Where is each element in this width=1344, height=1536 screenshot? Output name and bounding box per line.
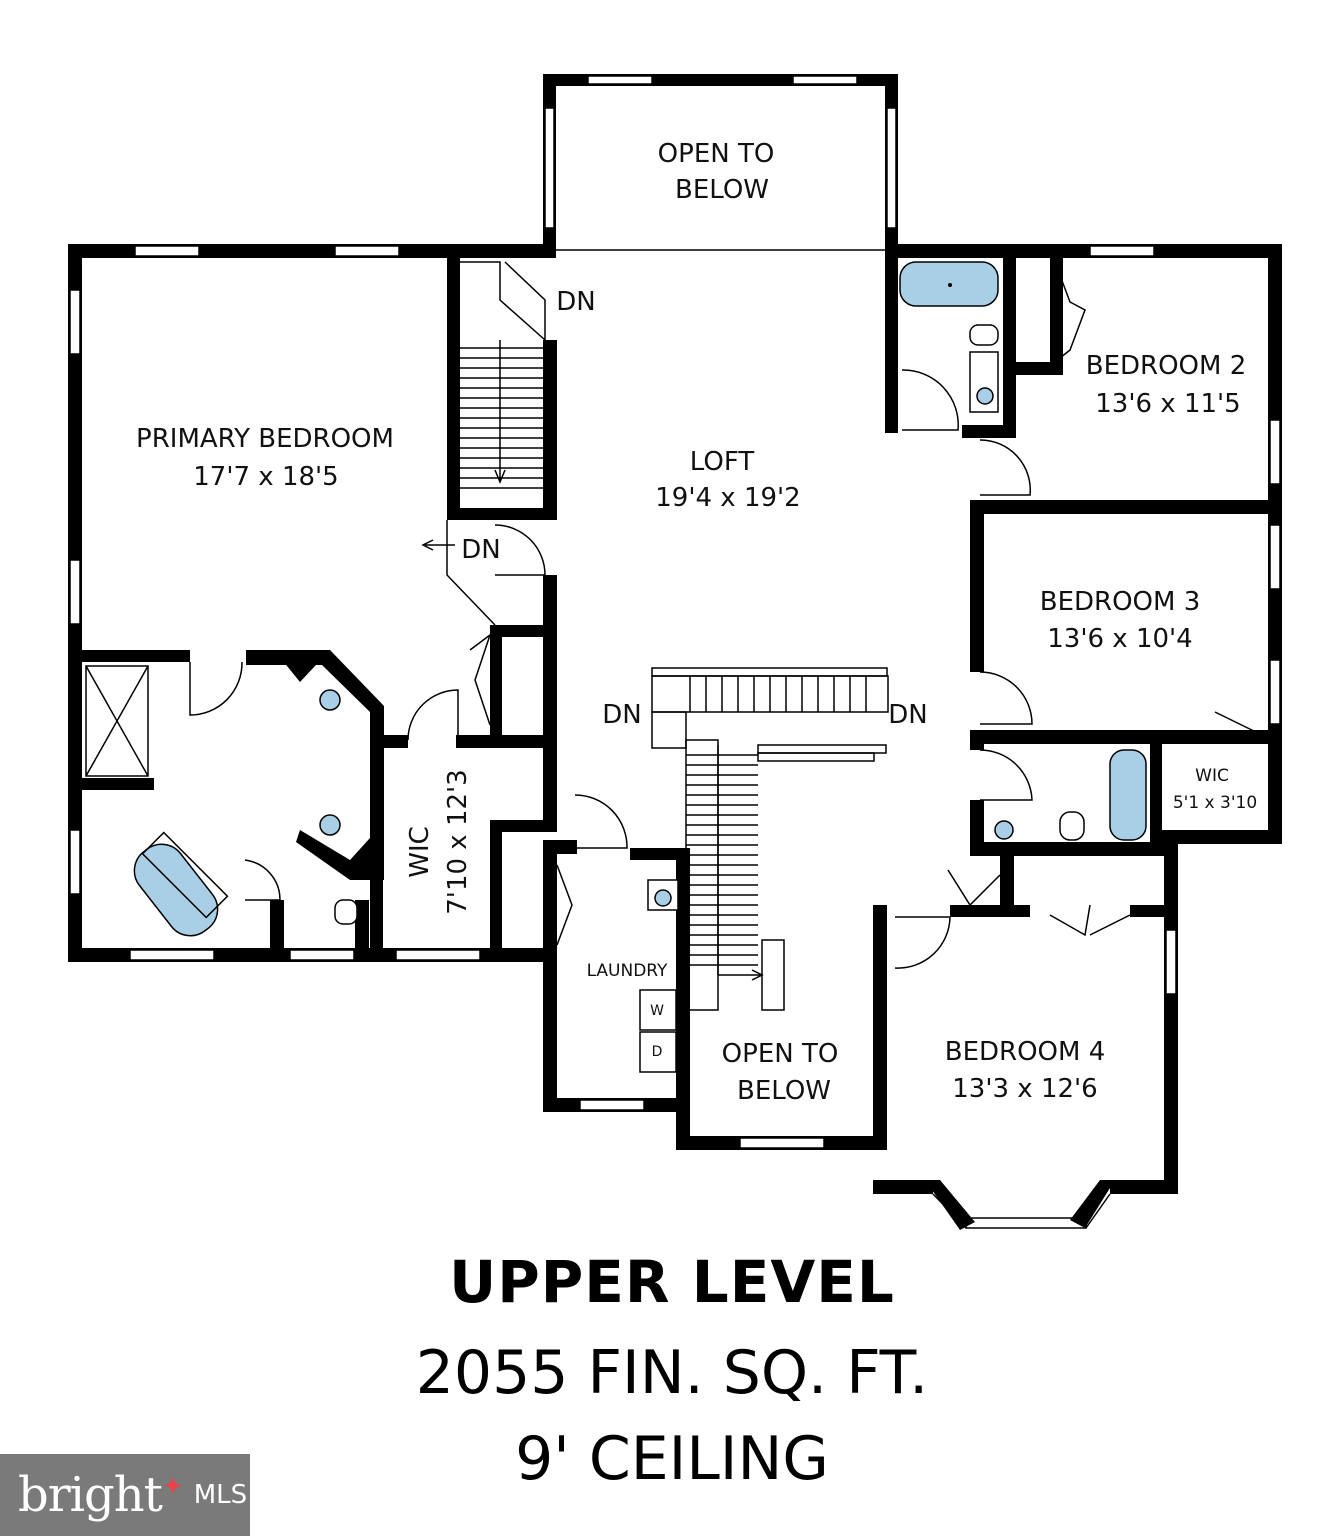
wic-primary-size: 7'10 x 12'3 — [443, 769, 473, 914]
logo-mls: MLS — [193, 1480, 248, 1510]
open-top-line1: OPEN TO — [658, 139, 775, 169]
wic-small-name: WIC — [1195, 766, 1229, 786]
stairs — [421, 261, 889, 1011]
dryer-label: D — [652, 1044, 663, 1060]
logo-star-icon: ✦ — [161, 1470, 184, 1501]
open-bottom-line2: BELOW — [737, 1076, 831, 1106]
washer-label: W — [650, 1003, 664, 1019]
plan-title: UPPER LEVEL — [449, 1248, 895, 1316]
floor-plan: OPEN TO BELOW LOFT 19'4 x 19'2 PRIMARY B… — [68, 74, 1282, 1230]
bedroom3-size: 13'6 x 10'4 — [1047, 624, 1192, 654]
dn-label-left: DN — [602, 700, 641, 730]
bedroom3-name: BEDROOM 3 — [1040, 587, 1201, 617]
open-bottom-line1: OPEN TO — [722, 1039, 839, 1069]
plan-area: 2055 FIN. SQ. FT. — [415, 1338, 929, 1408]
bedroom2-name: BEDROOM 2 — [1086, 351, 1247, 381]
bedroom4-name: BEDROOM 4 — [945, 1037, 1106, 1067]
wic-primary-name: WIC — [405, 826, 435, 878]
room-labels: OPEN TO BELOW LOFT 19'4 x 19'2 PRIMARY B… — [136, 139, 1257, 1106]
bright-mls-logo: bright ✦ MLS — [0, 1454, 250, 1536]
windows — [69, 75, 1281, 1230]
logo-word: bright — [18, 1467, 163, 1523]
plan-ceiling: 9' CEILING — [515, 1424, 829, 1494]
laundry-name: LAUNDRY — [587, 961, 668, 981]
primary-bedroom-size: 17'7 x 18'5 — [193, 462, 338, 492]
primary-bedroom-name: PRIMARY BEDROOM — [136, 424, 394, 454]
open-top-line2: BELOW — [675, 175, 769, 205]
bedroom2-size: 13'6 x 11'5 — [1095, 389, 1240, 419]
loft-name: LOFT — [690, 447, 755, 477]
dn-label-mid: DN — [461, 535, 500, 565]
fixtures — [85, 261, 1147, 1073]
dn-label-top: DN — [556, 287, 595, 317]
doors — [189, 261, 1263, 969]
dn-label-right: DN — [888, 700, 927, 730]
loft-size: 19'4 x 19'2 — [655, 483, 800, 513]
bedroom4-size: 13'3 x 12'6 — [952, 1074, 1097, 1104]
wic-small-size: 5'1 x 3'10 — [1173, 793, 1257, 813]
